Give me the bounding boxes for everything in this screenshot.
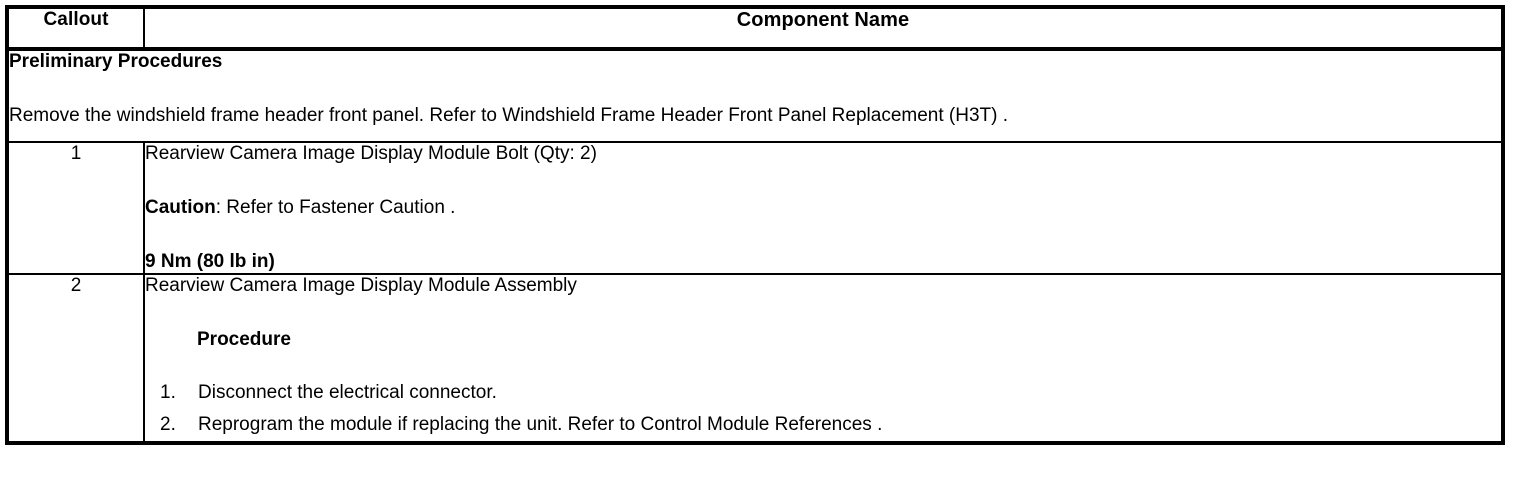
caution-text: : Refer to Fastener Caution .	[215, 197, 456, 218]
preliminary-procedures-text: Remove the windshield frame header front…	[9, 105, 1009, 126]
callout-number: 1	[6, 141, 145, 275]
column-header-callout: Callout	[6, 6, 145, 51]
preliminary-procedures-row: Preliminary Procedures Remove the windsh…	[6, 48, 1504, 143]
list-item: 1. Disconnect the electrical connector.	[145, 377, 1501, 409]
table-row: 2 Rearview Camera Image Display Module A…	[6, 273, 1504, 444]
list-item-number: 1.	[160, 382, 176, 403]
list-item-text: Reprogram the module if replacing the un…	[198, 414, 883, 435]
list-item: 2. Reprogram the module if replacing the …	[145, 409, 1501, 441]
callout-number: 2	[6, 273, 145, 444]
component-description-cell: Rearview Camera Image Display Module Bol…	[143, 141, 1504, 275]
preliminary-procedures-title: Preliminary Procedures	[9, 51, 223, 72]
caution-label: Caution	[145, 197, 216, 218]
component-title: Rearview Camera Image Display Module Ass…	[145, 275, 577, 296]
preliminary-procedures-cell: Preliminary Procedures Remove the windsh…	[6, 48, 1504, 143]
procedure-step-list: 1. Disconnect the electrical connector. 2…	[145, 377, 1501, 441]
caution-note: Caution: Refer to Fastener Caution .	[145, 197, 1501, 219]
list-item-number: 2.	[160, 414, 176, 435]
table-header-row: Callout Component Name	[6, 6, 1504, 51]
column-header-component-name: Component Name	[143, 6, 1504, 51]
component-title: Rearview Camera Image Display Module Bol…	[145, 143, 597, 164]
component-description-cell: Rearview Camera Image Display Module Ass…	[143, 273, 1504, 444]
torque-spec: 9 Nm (80 lb in)	[145, 251, 275, 272]
list-item-text: Disconnect the electrical connector.	[198, 382, 497, 403]
procedure-heading: Procedure	[197, 329, 291, 350]
component-callout-table: Callout Component Name Preliminary Proce…	[5, 5, 1505, 445]
table-row: 1 Rearview Camera Image Display Module B…	[6, 141, 1504, 275]
